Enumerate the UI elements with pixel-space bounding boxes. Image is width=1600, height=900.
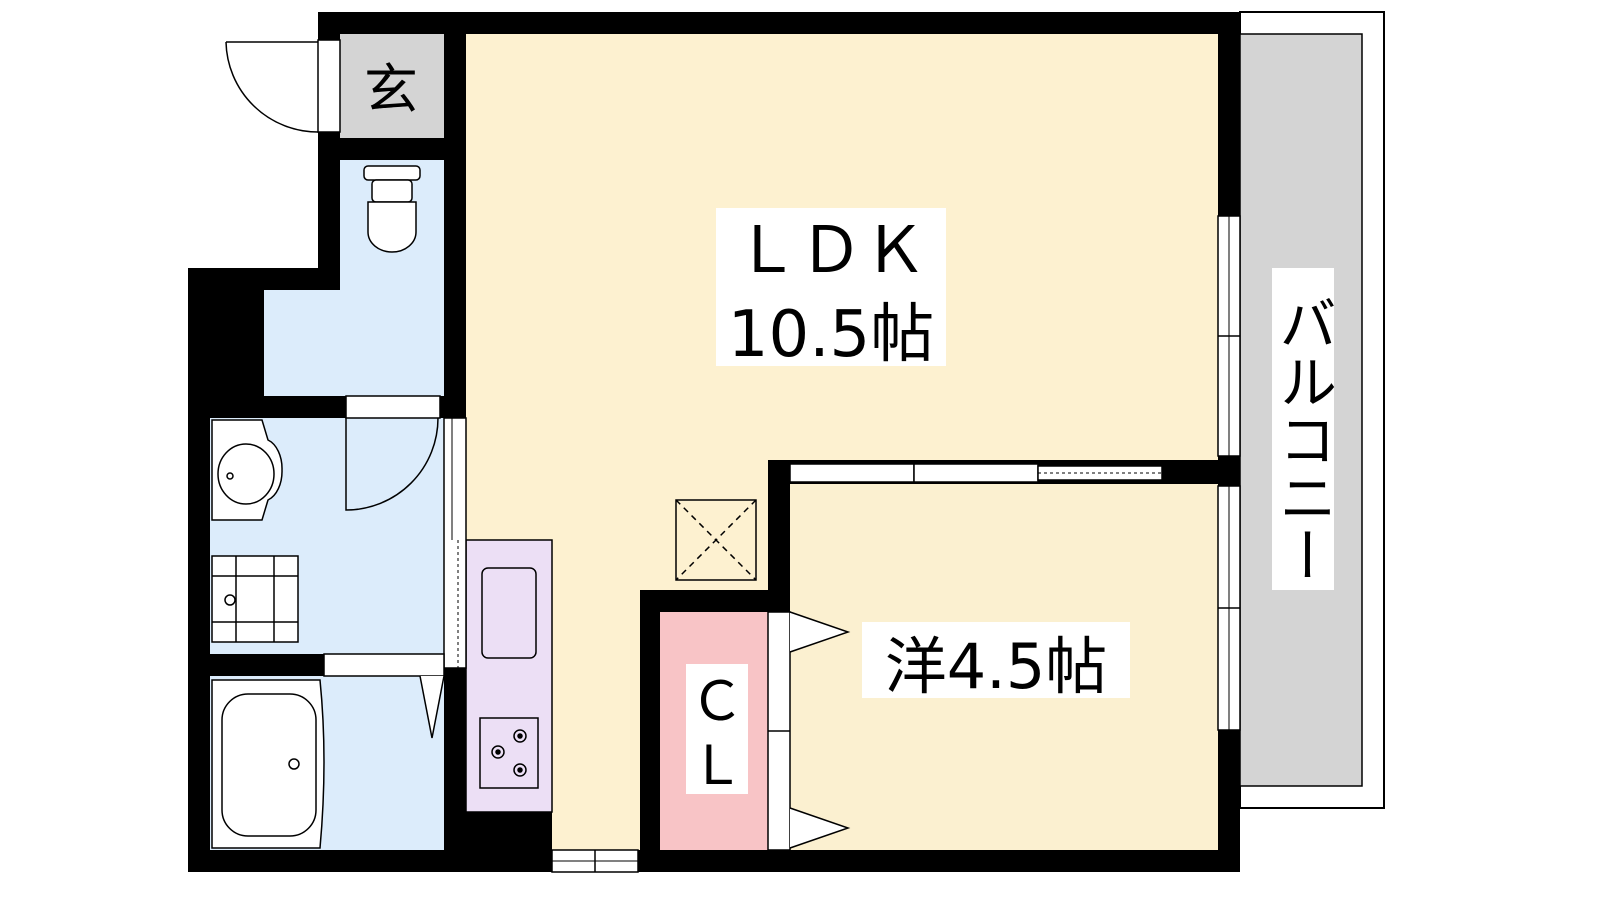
closet-door-swing-1: [789, 611, 851, 653]
sliding-door-panel-2: [913, 463, 1039, 483]
western-room-label: 洋4.5帖: [885, 630, 1108, 703]
sliding-door-panel-1: [789, 463, 915, 483]
washroom-door-swing-icon: [345, 417, 439, 511]
ceiling-vent-icon: [675, 499, 757, 581]
ldk-label-box: [716, 208, 946, 366]
bathtub-icon: [211, 679, 325, 849]
washroom-sliding-door: [443, 417, 467, 669]
toilet-icon: [363, 165, 421, 253]
closet-label-line1: Ｃ: [690, 670, 744, 733]
ldk-floor: [466, 34, 1218, 850]
washing-machine-icon: [211, 555, 299, 643]
closet-label-box: [686, 664, 748, 794]
stove-icon: [479, 717, 539, 789]
closet-door-swing-2: [789, 807, 851, 849]
sink-icon: [481, 567, 537, 659]
closet-label-line2: Ｌ: [690, 734, 744, 797]
bathroom-door-swing-icon: [419, 675, 445, 739]
western-label-box: [862, 622, 1130, 698]
closet-wall-top: [640, 590, 790, 612]
toilet-floor-west: [264, 290, 344, 396]
ldk-name: ＬＤＫ: [735, 214, 927, 288]
washbasin-icon: [211, 419, 283, 521]
genkan-label: 玄: [364, 58, 418, 121]
bathroom-door-frame: [323, 653, 445, 677]
genkan-label-box: [358, 52, 424, 118]
balcony-label: バルコニー: [1269, 294, 1337, 584]
closet-wall-left: [640, 590, 660, 872]
entrance-frame: [317, 39, 341, 133]
entrance-door-swing-icon: [225, 41, 319, 133]
washroom-door-frame: [345, 395, 441, 419]
balcony-label-box: [1272, 268, 1334, 590]
ldk-size: 10.5帖: [728, 298, 935, 372]
